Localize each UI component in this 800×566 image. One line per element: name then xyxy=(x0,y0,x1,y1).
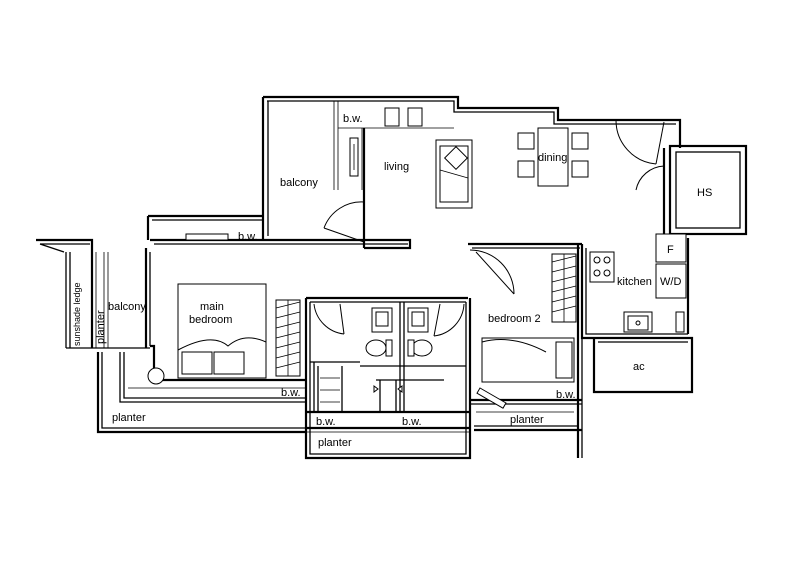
dining-table xyxy=(517,127,589,187)
label-wd: W/D xyxy=(660,276,681,288)
label-bedroom2: bedroom 2 xyxy=(488,313,541,325)
label-balcony-top: balcony xyxy=(280,177,318,189)
bedroom2-walls xyxy=(468,242,583,458)
label-planter-bottom: planter xyxy=(318,437,352,449)
label-bw-main: b.w. xyxy=(281,387,301,399)
label-kitchen: kitchen xyxy=(617,276,652,288)
upper-wing-walls xyxy=(261,95,682,248)
bathroom-doors xyxy=(313,303,465,337)
label-balcony-left: balcony xyxy=(108,301,146,313)
label-planter-vertical: planter xyxy=(95,310,107,344)
kitchen-sink xyxy=(623,311,653,333)
label-planter-right: planter xyxy=(510,414,544,426)
label-bw-bedroom2: b.w. xyxy=(556,389,576,401)
kitchen-walls xyxy=(580,233,694,394)
entrance-door xyxy=(615,119,665,194)
main-bedroom-planter xyxy=(96,352,306,434)
label-bw-top: b.w. xyxy=(343,113,363,125)
label-main-bedroom-line1: main xyxy=(200,301,224,313)
label-f: F xyxy=(667,244,674,256)
bathroom-fixtures xyxy=(365,307,433,393)
bedroom2-wardrobe xyxy=(551,253,577,323)
label-bw-left: b.w. xyxy=(238,231,258,243)
label-dining: dining xyxy=(538,152,567,164)
hs-room xyxy=(662,144,748,238)
bw-window-1 xyxy=(384,107,400,127)
left-wing-walls xyxy=(36,214,412,382)
label-planter-left: planter xyxy=(112,412,146,424)
kitchen-stove xyxy=(589,251,615,283)
living-sofa xyxy=(435,139,473,209)
main-bedroom-bed xyxy=(147,283,267,385)
balcony-door xyxy=(323,201,365,243)
bathroom-walls xyxy=(304,296,472,460)
main-bedroom-wardrobe xyxy=(275,299,301,377)
label-main-bedroom-line2: bedroom xyxy=(189,314,232,326)
label-sunshade-ledge: sunshade ledge xyxy=(72,282,82,346)
label-living: living xyxy=(384,161,409,173)
label-ac: ac xyxy=(633,361,645,373)
label-bw-bath2: b.w. xyxy=(402,416,422,428)
bedroom2-door xyxy=(469,249,515,295)
bedroom2-bed xyxy=(476,337,575,409)
label-bw-bath1: b.w. xyxy=(316,416,336,428)
label-hs: HS xyxy=(697,187,712,199)
bw-window-2 xyxy=(407,107,423,127)
